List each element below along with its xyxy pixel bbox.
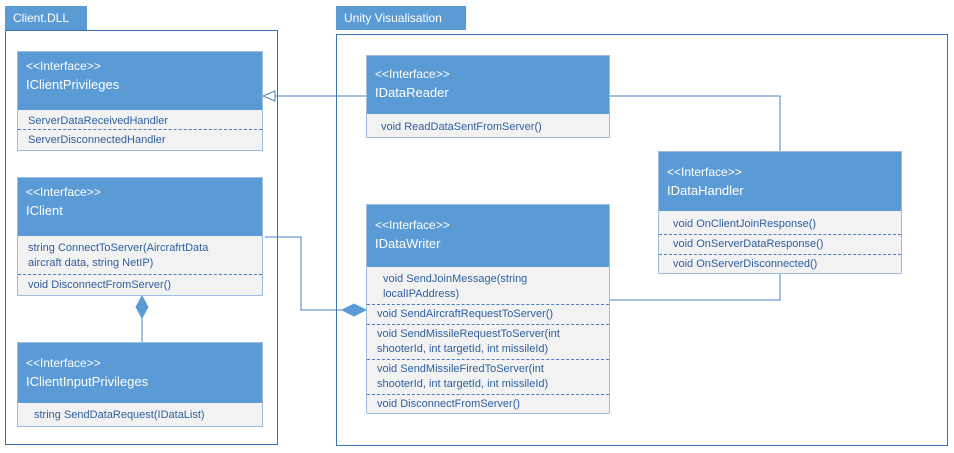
class-member: void SendMissileFiredToServer(int shoote… (367, 359, 609, 394)
class-member: void SendJoinMessage(string localIPAddre… (383, 273, 528, 300)
class-member: void DisconnectFromServer() (367, 394, 609, 412)
class-member: ServerDisconnectedHandler (18, 129, 262, 148)
client-diamond (135, 294, 149, 320)
unity-visualisation-package-tab: Unity Visualisation (336, 6, 466, 30)
stereotype-label: <<Interface>> (26, 59, 101, 73)
class-member: void OnServerDataResponse() (659, 234, 901, 254)
stereotype-label: <<Interface>> (26, 185, 101, 199)
stereotype-label: <<Interface>> (667, 165, 742, 179)
class-name: IClientInputPrivileges (26, 374, 149, 389)
client-to-writer-line (265, 236, 342, 311)
iclientinputprivileges-class[interactable]: <<Interface>> IClientInputPrivileges str… (17, 342, 263, 427)
class-member: string SendDataRequest(IDataList) (34, 409, 205, 421)
iclientprivileges-class[interactable]: <<Interface>> IClientPrivileges ServerDa… (17, 51, 263, 151)
class-name: IClient (26, 203, 63, 218)
unity-visualisation-package-title: Unity Visualisation (344, 11, 442, 25)
class-member: void OnClientJoinResponse() (673, 218, 817, 230)
idatahandler-class[interactable]: <<Interface>> IDataHandler void OnClient… (658, 151, 902, 274)
class-member: void OnServerDisconnected() (659, 254, 901, 272)
hollow-arrowhead (261, 90, 276, 102)
iclient-class[interactable]: <<Interface>> IClient string ConnectToSe… (17, 177, 263, 296)
writer-diamond (340, 303, 368, 317)
writer-to-handler-line (610, 274, 781, 301)
class-name: IDataWriter (375, 236, 441, 251)
class-name: IDataHandler (667, 183, 744, 198)
class-member: void SendMissileRequestToServer(int shoo… (367, 324, 609, 359)
idatawriter-class[interactable]: <<Interface>> IDataWriter void SendJoinM… (366, 204, 610, 414)
class-member: void ReadDataSentFromServer() (381, 121, 542, 133)
class-name: IClientPrivileges (26, 77, 120, 92)
reader-to-handler-line (610, 95, 781, 151)
class-name: IDataReader (375, 85, 449, 100)
stereotype-label: <<Interface>> (26, 356, 101, 370)
class-member: void SendAircraftRequestToServer() (367, 304, 609, 324)
stereotype-label: <<Interface>> (375, 218, 450, 232)
class-member: string ConnectToServer(AircrafrtData air… (28, 242, 209, 269)
client-dll-package-tab: Client.DLL (5, 6, 87, 30)
stereotype-label: <<Interface>> (375, 67, 450, 81)
class-member: void DisconnectFromServer() (18, 274, 262, 293)
idatareader-class[interactable]: <<Interface>> IDataReader void ReadDataS… (366, 55, 610, 138)
class-member: ServerDataReceivedHandler (28, 115, 169, 127)
client-dll-package-title: Client.DLL (13, 11, 70, 25)
